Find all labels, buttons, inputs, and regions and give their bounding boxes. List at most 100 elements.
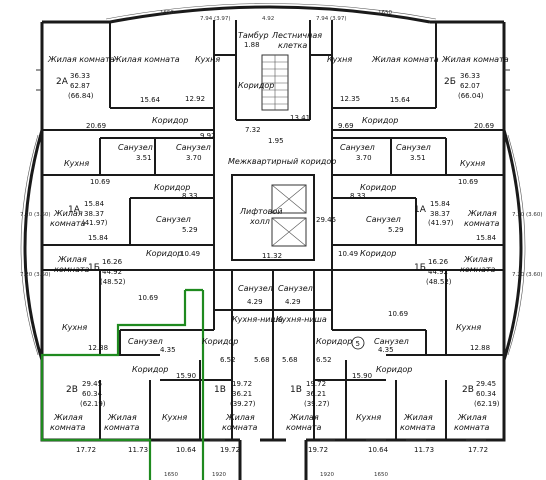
apt-area: 62.87 [70, 82, 90, 90]
room-area: 10.49 [338, 250, 358, 258]
room-area: 17.72 [76, 446, 96, 454]
room-label: комната [460, 265, 496, 274]
room-label: Санузел [366, 215, 401, 224]
room-label: Кухня [460, 159, 485, 168]
room-area: 7.32 [245, 126, 261, 134]
room-label: Коридор [154, 183, 190, 192]
apt-area: 36.21 [306, 390, 326, 398]
apt-area: 38.37 [430, 210, 450, 218]
apt-area: (62.19) [80, 400, 106, 408]
room-area: 12.35 [340, 95, 360, 103]
apt-area: (48.52) [100, 278, 126, 286]
room-label: комната [50, 219, 86, 228]
room-area: 6.52 [316, 356, 332, 364]
room-label: Межквартирный коридор [228, 157, 336, 166]
apt-code: 2А [56, 77, 69, 87]
room-label: Жилая [463, 255, 493, 264]
room-label: холл [249, 217, 270, 226]
dim-top-1: 7.94 (3.97) [200, 16, 231, 22]
room-label: Коридор [360, 183, 396, 192]
section-marker [351, 336, 365, 350]
apt-area: 19.72 [232, 380, 252, 388]
apt-area: 44.92 [428, 268, 448, 276]
apt-code: 1В [214, 385, 226, 395]
apt-area: 60.34 [82, 390, 103, 398]
room-label: Коридор [132, 365, 168, 374]
apt-area: (66.84) [68, 92, 94, 100]
room-area: 12.88 [470, 344, 490, 352]
room-area: 1.88 [244, 41, 260, 49]
room-area: 5.68 [282, 356, 298, 364]
room-label: Кухня [456, 323, 481, 332]
room-area: 15.84 [88, 234, 109, 242]
room-label: Кухня [64, 159, 89, 168]
room-area: 3.51 [136, 154, 152, 162]
room-area: 10.69 [138, 294, 158, 302]
room-label: Санузел [374, 337, 409, 346]
apt-area: (39.27) [230, 400, 256, 408]
room-area: 15.64 [140, 96, 161, 104]
apt-area: 19.72 [306, 380, 326, 388]
room-label: Кухня-ниша [232, 315, 283, 324]
apt-code: 2В [462, 385, 474, 395]
room-label: Санузел [156, 215, 191, 224]
apt-area: (41.97) [82, 219, 108, 227]
room-label: Тамбур [238, 31, 269, 40]
room-area: 11.32 [262, 252, 282, 260]
room-label: Коридор [360, 249, 396, 258]
room-area: 15.64 [390, 96, 411, 104]
room-area: 15.90 [176, 372, 196, 380]
room-area: 10.69 [90, 178, 110, 186]
room-label: комната [286, 423, 322, 432]
room-label: Жилая [57, 255, 87, 264]
apt-area: 36.33 [460, 72, 480, 80]
dim-1: 1650 [160, 10, 174, 16]
room-area: 9.92 [200, 132, 216, 140]
room-label: Жилая [53, 209, 83, 218]
room-area: 3.70 [186, 154, 202, 162]
room-label: комната [104, 423, 140, 432]
room-label: Жилая [457, 413, 487, 422]
room-area: 29.45 [316, 216, 336, 224]
room-label: Коридор [316, 337, 352, 346]
room-label: Жилая [467, 209, 497, 218]
room-label: Кухня-ниша [276, 315, 327, 324]
apt-area: 16.26 [428, 258, 449, 266]
room-label: Санузел [128, 337, 163, 346]
room-area: 5.29 [388, 226, 404, 234]
room-area: 4.29 [247, 298, 263, 306]
apt-area: 29.45 [476, 380, 496, 388]
apt-area: 62.07 [460, 82, 480, 90]
room-area: 15.90 [352, 372, 372, 380]
room-label: Кухня [327, 55, 352, 64]
room-label: Жилая комната [371, 55, 439, 64]
room-label: Коридор [202, 337, 238, 346]
room-area: 17.72 [468, 446, 488, 454]
room-area: 11.73 [128, 446, 148, 454]
section-marker-label: 5 [356, 340, 360, 348]
room-area: 19.72 [308, 446, 328, 454]
room-area: 12.92 [185, 95, 205, 103]
room-label: Жилая комната [47, 55, 115, 64]
room-label: Кухня [162, 413, 187, 422]
room-area: 10.69 [458, 178, 478, 186]
room-area: 9.69 [338, 122, 354, 130]
room-area: 3.51 [410, 154, 426, 162]
apt-area: 38.37 [84, 210, 104, 218]
room-label: комната [464, 219, 500, 228]
room-area: 15.84 [476, 234, 497, 242]
room-label: Коридор [362, 116, 398, 125]
apt-area: 29.45 [82, 380, 102, 388]
room-label: Санузел [238, 284, 273, 293]
dim-bottom: 1650 [164, 472, 178, 478]
dim-bottom: 1920 [212, 472, 226, 478]
room-area: 4.35 [160, 346, 176, 354]
apt-area: (41.97) [428, 219, 454, 227]
room-label: Кухня [62, 323, 87, 332]
apt-area: 15.84 [84, 200, 105, 208]
room-area: 20.69 [86, 122, 106, 130]
room-area: 6.52 [220, 356, 236, 364]
room-label: Жилая [403, 413, 433, 422]
apt-code: 1А [68, 205, 81, 215]
room-area: 3.70 [356, 154, 372, 162]
